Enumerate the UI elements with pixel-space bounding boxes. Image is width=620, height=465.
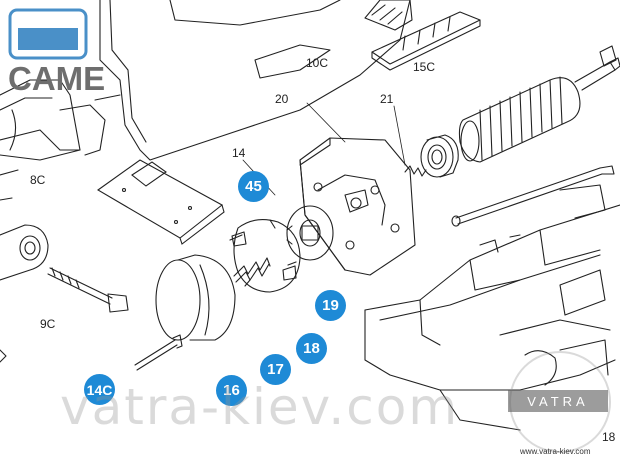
watermark-box: VATRA [508, 390, 608, 412]
badge-19: 19 [315, 290, 346, 321]
badge-45: 45 [238, 171, 269, 202]
washer-19-drawing [286, 205, 334, 261]
bracket-10c-drawing [364, 0, 413, 31]
housing-bottom-right-drawing [364, 184, 620, 431]
label-8c: 8C [30, 173, 46, 187]
bearing-21-drawing [420, 134, 459, 178]
spring-17-drawing [233, 257, 271, 283]
label-15c: 15C [413, 60, 436, 74]
brand-name: CAME [8, 60, 106, 97]
gearbox-20-drawing [299, 137, 416, 276]
bolt-9c-drawing [47, 267, 129, 313]
badge-14c: 14C [84, 374, 115, 405]
label-20: 20 [275, 92, 289, 106]
label-18-corner: 18 [602, 430, 616, 444]
badge-17: 17 [260, 354, 291, 385]
spring-small-drawing [404, 165, 427, 177]
came-logo-mark [8, 8, 88, 60]
left-fragments-drawing [0, 169, 19, 363]
rod-drawing [451, 165, 615, 227]
housing-8c-drawing [0, 0, 411, 161]
plate-15c-drawing [371, 11, 481, 71]
badge-18: 18 [296, 333, 327, 364]
label-9c: 9C [40, 317, 56, 331]
screw-14c-drawing [134, 334, 183, 371]
plate-18-drawing [229, 219, 301, 293]
label-14: 14 [232, 146, 246, 160]
watermark-url: www.vatra-kiev.com [520, 447, 591, 456]
bushing-left-drawing [0, 224, 49, 281]
label-10c: 10C [306, 56, 329, 70]
label-21: 21 [380, 92, 394, 106]
watermark-text: vatra-kiev.com [60, 378, 460, 436]
plate-14-drawing [96, 159, 225, 245]
cylinder-16-drawing [155, 254, 236, 341]
rotor-drawing [458, 45, 620, 163]
badge-16: 16 [216, 375, 247, 406]
